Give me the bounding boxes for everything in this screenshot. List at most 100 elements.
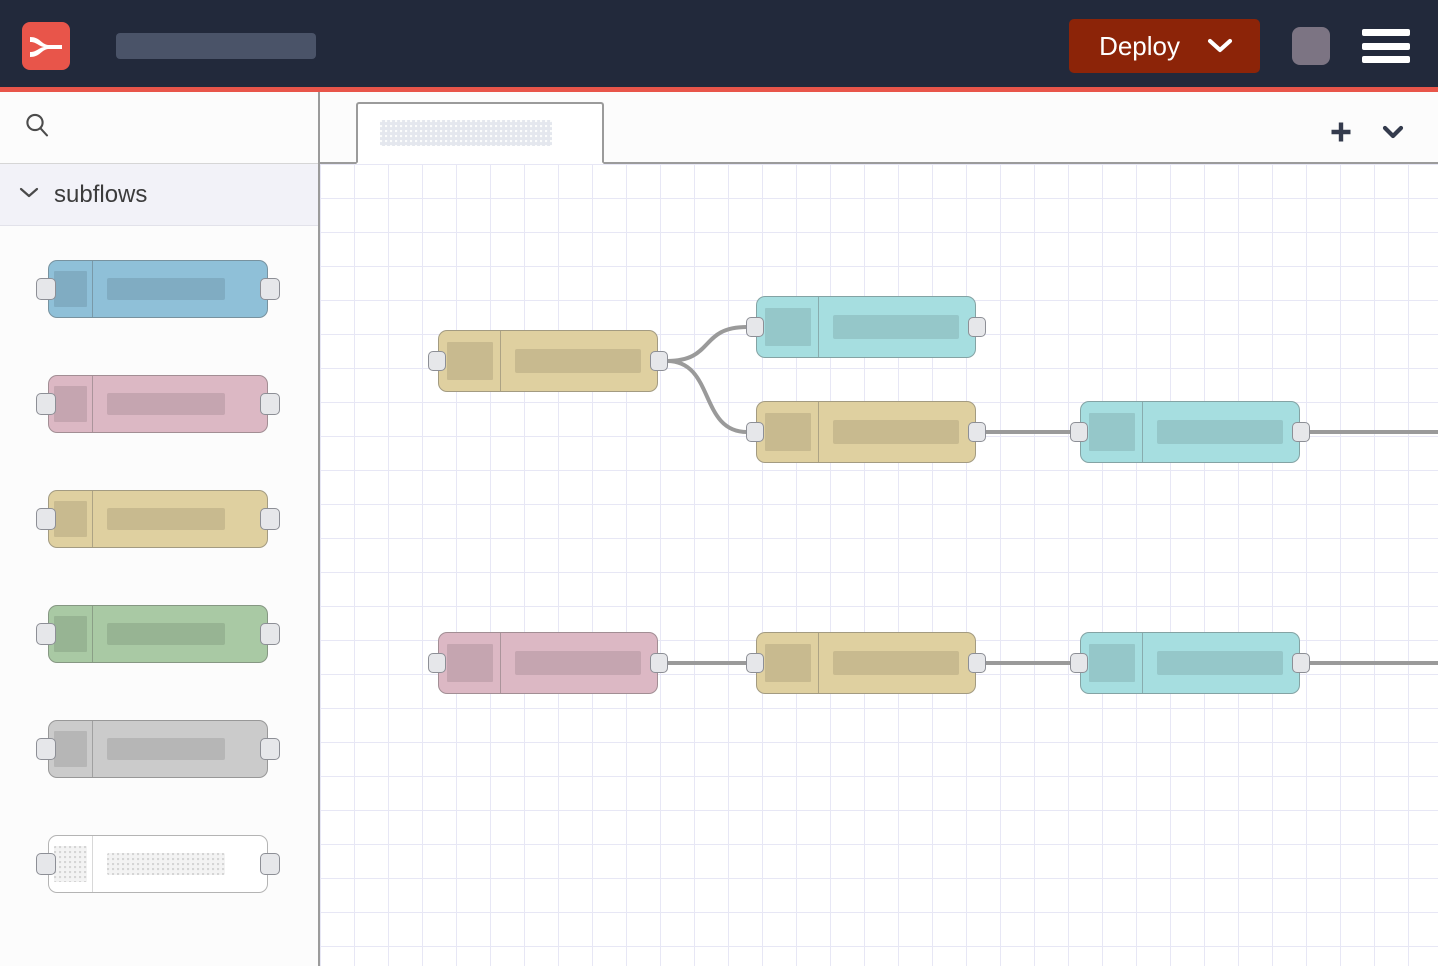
node-input-port[interactable] bbox=[428, 351, 446, 371]
node-output-port[interactable] bbox=[650, 351, 668, 371]
node-label-cell bbox=[93, 376, 267, 432]
palette-node-1[interactable] bbox=[36, 260, 280, 318]
node-output-port[interactable] bbox=[968, 317, 986, 337]
user-avatar[interactable] bbox=[1292, 27, 1330, 65]
node-input-port[interactable] bbox=[36, 508, 56, 530]
node-icon-cell bbox=[49, 491, 93, 547]
chevron-down-icon[interactable] bbox=[1206, 31, 1234, 62]
node-input-port[interactable] bbox=[746, 317, 764, 337]
wire-layer bbox=[665, 325, 1438, 665]
node-type-icon bbox=[764, 413, 811, 451]
node-body bbox=[1080, 632, 1300, 694]
chevron-down-icon[interactable] bbox=[1378, 121, 1408, 148]
flow-tab-active[interactable] bbox=[356, 102, 604, 164]
node-output-port[interactable] bbox=[1292, 653, 1310, 673]
node-icon-cell bbox=[439, 633, 501, 693]
node-label-placeholder bbox=[107, 623, 225, 645]
plus-icon[interactable] bbox=[1326, 117, 1356, 152]
node-label-cell bbox=[93, 721, 267, 777]
flow-editor bbox=[320, 92, 1438, 966]
node-type-icon bbox=[1088, 413, 1135, 451]
node-input-port[interactable] bbox=[746, 653, 764, 673]
node-output-port[interactable] bbox=[260, 508, 280, 530]
node-output-port[interactable] bbox=[260, 738, 280, 760]
node-type-icon bbox=[54, 731, 87, 767]
node-body bbox=[756, 401, 976, 463]
node-icon-cell bbox=[49, 376, 93, 432]
flow-wire bbox=[665, 325, 749, 363]
node-body bbox=[438, 632, 658, 694]
node-output-port[interactable] bbox=[260, 853, 280, 875]
node-input-port[interactable] bbox=[36, 278, 56, 300]
deploy-button[interactable]: Deploy bbox=[1069, 19, 1260, 73]
palette-node-6[interactable] bbox=[36, 835, 280, 893]
flow-tabbar bbox=[320, 92, 1438, 164]
node-body bbox=[48, 835, 268, 893]
node-icon-cell bbox=[49, 721, 93, 777]
deploy-button-label: Deploy bbox=[1099, 30, 1180, 61]
node-body bbox=[756, 632, 976, 694]
node-label-placeholder bbox=[833, 651, 959, 675]
node-icon-cell bbox=[439, 331, 501, 391]
node-label-placeholder bbox=[833, 420, 959, 444]
flow-node-bottom-pink[interactable] bbox=[428, 632, 668, 694]
node-icon-cell bbox=[49, 606, 93, 662]
node-label-placeholder bbox=[515, 349, 641, 373]
node-output-port[interactable] bbox=[260, 623, 280, 645]
node-output-port[interactable] bbox=[968, 422, 986, 442]
node-label-cell bbox=[93, 261, 267, 317]
node-type-icon bbox=[764, 308, 811, 346]
node-output-port[interactable] bbox=[1292, 422, 1310, 442]
node-input-port[interactable] bbox=[36, 738, 56, 760]
palette-node-4[interactable] bbox=[36, 605, 280, 663]
node-type-icon bbox=[54, 501, 87, 537]
flow-node-right-cyan[interactable] bbox=[1070, 401, 1310, 463]
node-label-cell bbox=[819, 633, 975, 693]
flow-wire bbox=[665, 359, 749, 434]
flow-tab-label bbox=[380, 120, 552, 146]
node-label-placeholder bbox=[1157, 651, 1283, 675]
node-type-icon bbox=[54, 846, 87, 882]
node-type-icon bbox=[54, 386, 87, 422]
node-output-port[interactable] bbox=[260, 278, 280, 300]
palette-node-2[interactable] bbox=[36, 375, 280, 433]
palette-section-subflows[interactable]: subflows bbox=[0, 164, 318, 226]
palette-node-5[interactable] bbox=[36, 720, 280, 778]
node-output-port[interactable] bbox=[650, 653, 668, 673]
node-input-port[interactable] bbox=[1070, 422, 1088, 442]
node-red-logo-icon[interactable] bbox=[22, 22, 70, 70]
node-input-port[interactable] bbox=[36, 393, 56, 415]
flow-canvas[interactable] bbox=[320, 164, 1438, 966]
node-label-cell bbox=[93, 606, 267, 662]
palette-section-label: subflows bbox=[54, 180, 148, 208]
node-input-port[interactable] bbox=[428, 653, 446, 673]
node-label-cell bbox=[93, 491, 267, 547]
node-icon-cell bbox=[757, 633, 819, 693]
node-icon-cell bbox=[757, 297, 819, 357]
node-body bbox=[48, 260, 268, 318]
node-label-placeholder bbox=[107, 393, 225, 415]
node-type-icon bbox=[54, 616, 87, 652]
chevron-down-icon[interactable] bbox=[16, 183, 42, 206]
flow-node-branch-cyan[interactable] bbox=[746, 296, 986, 358]
node-label-placeholder bbox=[107, 853, 225, 875]
workspace-title-placeholder bbox=[116, 33, 316, 59]
node-output-port[interactable] bbox=[260, 393, 280, 415]
palette-node-3[interactable] bbox=[36, 490, 280, 548]
flow-node-source-tan[interactable] bbox=[428, 330, 668, 392]
node-input-port[interactable] bbox=[746, 422, 764, 442]
app-header: Deploy bbox=[0, 0, 1438, 92]
palette-search-input[interactable] bbox=[0, 92, 318, 164]
flow-node-bottom-cyan[interactable] bbox=[1070, 632, 1310, 694]
node-output-port[interactable] bbox=[968, 653, 986, 673]
flow-node-branch-tan[interactable] bbox=[746, 401, 986, 463]
hamburger-bar bbox=[1362, 42, 1410, 50]
hamburger-menu-icon[interactable] bbox=[1362, 29, 1410, 63]
flow-node-bottom-tan[interactable] bbox=[746, 632, 986, 694]
node-input-port[interactable] bbox=[36, 853, 56, 875]
node-body bbox=[438, 330, 658, 392]
node-label-cell bbox=[93, 836, 267, 892]
node-body bbox=[48, 605, 268, 663]
node-input-port[interactable] bbox=[1070, 653, 1088, 673]
node-input-port[interactable] bbox=[36, 623, 56, 645]
